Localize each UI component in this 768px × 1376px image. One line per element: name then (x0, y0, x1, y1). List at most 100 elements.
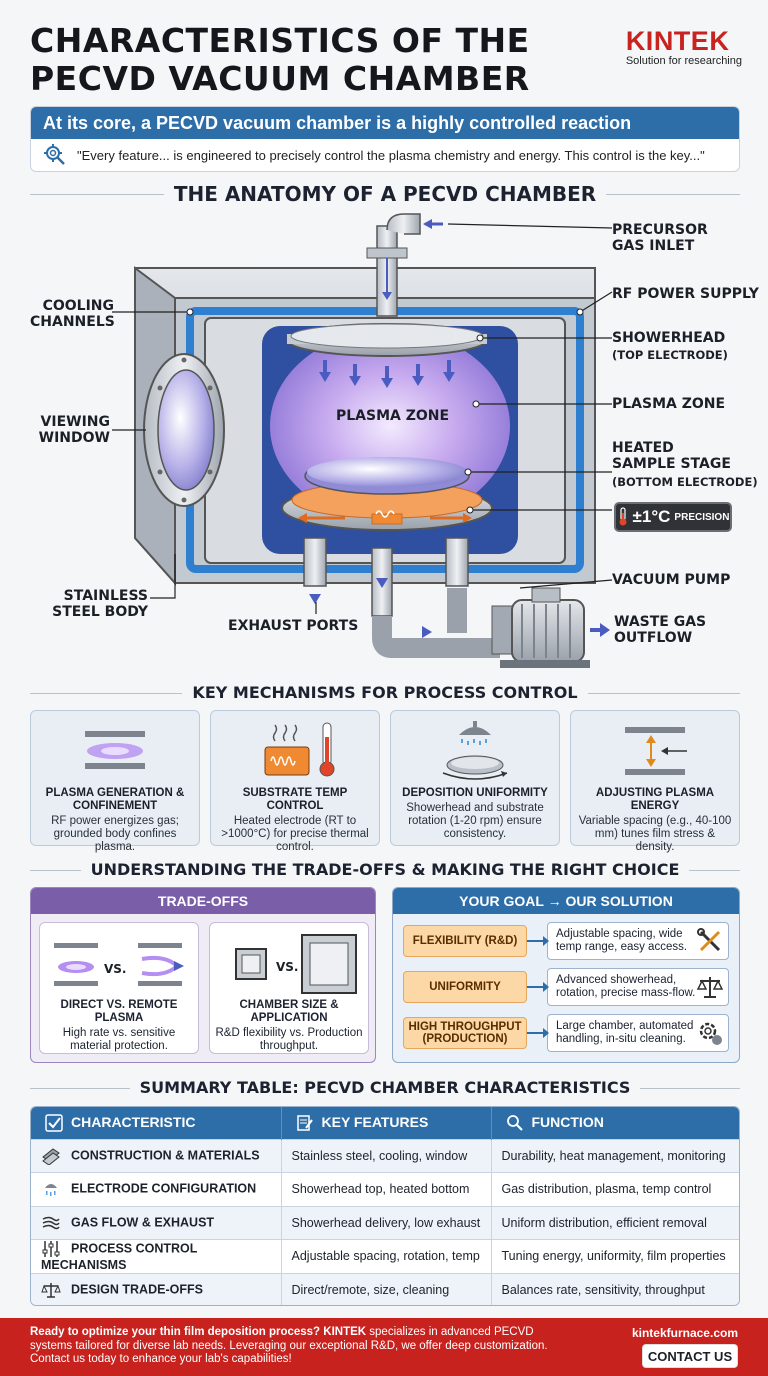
mechanism-title: SUBSTRATE TEMP CONTROL (242, 787, 348, 812)
goal-solution: Large chamber, automated handling, in-si… (556, 1020, 694, 1045)
goal-label: HIGH THROUGHPUT (PRODUCTION) (403, 1017, 527, 1049)
cell-features: Adjustable spacing, rotation, temp (291, 1249, 480, 1264)
gas-flow-icon (42, 1216, 60, 1229)
goal-row: HIGH THROUGHPUT (PRODUCTION) Large chamb… (403, 1014, 729, 1052)
mechanism-desc: Heated electrode (RT to >1000°C) for pre… (221, 815, 369, 853)
balance-scale-icon (41, 1283, 61, 1298)
tradeoff-card: VS. DIRECT VS. REMOTE PLASMA High rate v… (39, 922, 199, 1054)
table-row: DESIGN TRADE-OFFS Direct/remote, size, c… (31, 1272, 739, 1305)
goal-solution: Advanced showerhead, rotation, precise m… (556, 974, 696, 999)
summary-section-title: SUMMARY TABLE: PECVD CHAMBER CHARACTERIS… (30, 1078, 740, 1097)
footer-message: Ready to optimize your thin film deposit… (30, 1326, 570, 1367)
mechanism-card: ADJUSTING PLASMA ENERGY Variable spacing… (570, 710, 740, 853)
arrow-right-icon (527, 982, 549, 992)
vs-text: VS. (276, 960, 299, 974)
goal-label: FLEXIBILITY (R&D) (403, 925, 527, 957)
contact-us-button[interactable]: CONTACT US (642, 1344, 738, 1368)
goal-row: UNIFORMITY Advanced showerhead, rotation… (403, 968, 729, 1006)
cell-features: Direct/remote, size, cleaning (291, 1283, 450, 1297)
showerhead-rotation-icon (442, 721, 508, 780)
goal-solution: Adjustable spacing, wide temp range, eas… (556, 928, 688, 953)
gear-search-icon (44, 144, 65, 165)
goals-panel: YOUR GOAL → OUR SOLUTION FLEXIBILITY (R&… (392, 887, 740, 1063)
table-row: PROCESS CONTROL MECHANISMS Adjustable sp… (31, 1239, 739, 1273)
spacing-adjust-icon (625, 727, 687, 775)
footer-lead: Ready to optimize your thin film deposit… (30, 1326, 367, 1338)
core-statement: At its core, a PECVD vacuum chamber is a… (30, 106, 740, 172)
direct-remote-plasma-icon: VS. (54, 943, 184, 986)
magnifier-icon (506, 1114, 523, 1131)
cell-characteristic: DESIGN TRADE-OFFS (71, 1282, 203, 1297)
table-header: CHARACTERISTIC (31, 1107, 282, 1139)
mechanism-desc: Variable spacing (e.g., 40-100 mm) tunes… (578, 815, 732, 853)
brand-tagline: Solution for researching (625, 55, 742, 67)
tradeoff-desc: R&D flexibility vs. Production throughpu… (215, 1027, 363, 1052)
checkbox-icon (45, 1114, 63, 1132)
cell-characteristic: GAS FLOW & EXHAUST (71, 1215, 215, 1230)
label-rf-power-supply: RF POWER SUPPLY (612, 286, 759, 302)
tradeoff-title: CHAMBER SIZE & APPLICATION (239, 999, 339, 1024)
mechanisms-section-title: KEY MECHANISMS FOR PROCESS CONTROL (30, 683, 740, 702)
cell-features: Showerhead delivery, low exhaust (291, 1215, 481, 1230)
brand-logo: KINTEK Solution for researching (626, 26, 742, 67)
label-plasma-zone-center: PLASMA ZONE (336, 408, 450, 424)
label-exhaust-ports: EXHAUST PORTS (228, 618, 359, 634)
goal-label: UNIFORMITY (403, 971, 527, 1003)
label-heated-sub: (BOTTOM ELECTRODE) (612, 475, 758, 489)
chamber-size-icon: VS. (235, 934, 357, 994)
cell-function: Gas distribution, plasma, temp control (501, 1182, 712, 1197)
label-heated-sample-stage: HEATED SAMPLE STAGE (612, 440, 731, 472)
mechanism-title: DEPOSITION UNIFORMITY (402, 787, 548, 799)
cell-function: Uniform distribution, efficient removal (501, 1215, 707, 1230)
tradeoff-title: DIRECT VS. REMOTE PLASMA (60, 999, 178, 1024)
summary-table: CHARACTERISTIC KEY FEATURES FUNCTION CON… (30, 1106, 740, 1306)
thermometer-icon (619, 507, 627, 526)
showerhead-icon (45, 1184, 57, 1197)
mechanism-desc: Showerhead and substrate rotation (1-20 … (406, 802, 544, 840)
core-quote: "Every feature... is engineered to preci… (77, 147, 705, 163)
cell-characteristic: CONSTRUCTION & MATERIALS (71, 1148, 260, 1163)
title-line-2: PECVD VACUUM CHAMBER (30, 59, 530, 98)
precision-value: ±1°C (632, 507, 671, 526)
gear-icon (699, 1022, 722, 1045)
table-header: FUNCTION (491, 1107, 739, 1139)
label-cooling-channels: COOLING CHANNELS (30, 298, 115, 330)
mechanism-card: DEPOSITION UNIFORMITY Showerhead and sub… (390, 710, 560, 846)
cell-function: Durability, heat management, monitoring (501, 1148, 726, 1163)
label-vacuum-pump: VACUUM PUMP (612, 572, 731, 588)
plasma-electrodes-icon (85, 731, 145, 769)
tradeoffs-panel: TRADE-OFFS VS. DIRECT VS. REMOTE PLASMA … (30, 887, 376, 1063)
arrow-right-icon (527, 1028, 549, 1038)
table-row: CONSTRUCTION & MATERIALS Stainless steel… (31, 1138, 739, 1173)
footer-cta-bar: Ready to optimize your thin film deposit… (0, 1318, 768, 1376)
document-edit-icon (296, 1115, 313, 1131)
tradeoff-desc: High rate vs. sensitive material protect… (62, 1027, 176, 1052)
table-row: GAS FLOW & EXHAUST Showerhead delivery, … (31, 1205, 739, 1240)
precision-label: PRECISION (674, 511, 730, 523)
mechanism-desc: RF power energizes gas; grounded body co… (51, 815, 179, 853)
steel-beams-icon (42, 1148, 60, 1166)
cell-function: Tuning energy, uniformity, film properti… (501, 1249, 726, 1264)
table-header: KEY FEATURES (281, 1107, 492, 1139)
precision-badge: ±1°C PRECISION (614, 502, 732, 532)
brand-name: KINTEK (625, 26, 730, 56)
chamber-illustration (112, 213, 613, 668)
mechanism-title: PLASMA GENERATION & CONFINEMENT (45, 787, 185, 812)
footer-website-link[interactable]: kintekfurnace.com (631, 1326, 738, 1340)
label-viewing-window: VIEWING WINDOW (38, 414, 110, 446)
table-row: ELECTRODE CONFIGURATION Showerhead top, … (31, 1172, 739, 1206)
label-precursor-gas-inlet: PRECURSOR GAS INLET (612, 222, 708, 254)
cell-characteristic: PROCESS CONTROL MECHANISMS (41, 1241, 198, 1273)
label-showerhead-sub: (TOP ELECTRODE) (612, 348, 728, 362)
tools-icon (697, 928, 721, 952)
tradeoffs-section-title: UNDERSTANDING THE TRADE-OFFS & MAKING TH… (30, 860, 740, 879)
label-stainless-steel-body: STAINLESS STEEL BODY (52, 588, 148, 620)
heater-thermometer-icon (264, 722, 335, 777)
cell-features: Stainless steel, cooling, window (291, 1148, 468, 1163)
anatomy-section-title: THE ANATOMY OF A PECVD CHAMBER (30, 182, 740, 206)
mechanism-title: ADJUSTING PLASMA ENERGY (595, 787, 715, 812)
title-line-1: CHARACTERISTICS OF THE (30, 21, 530, 60)
tradeoffs-header: TRADE-OFFS (31, 888, 375, 914)
